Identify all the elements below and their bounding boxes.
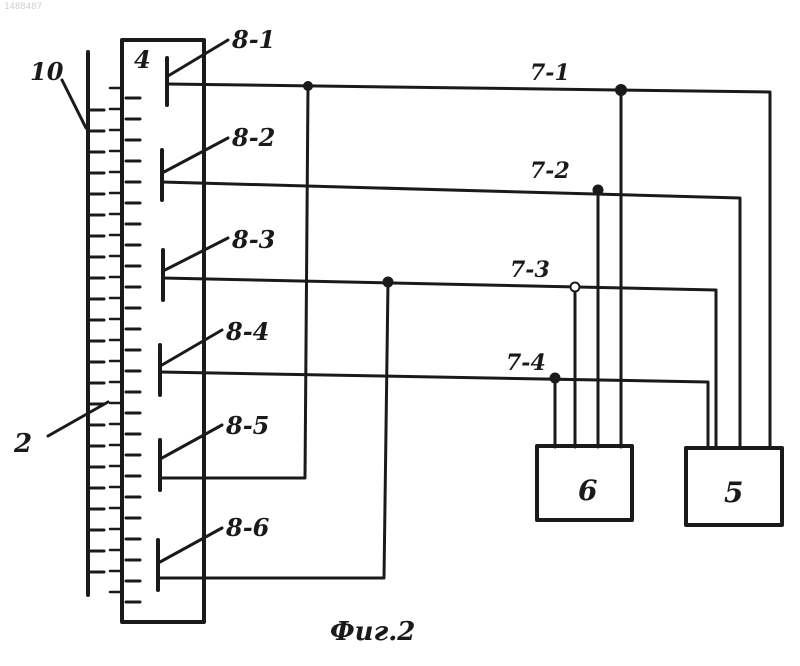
label-7-2: 7-2 — [530, 158, 570, 184]
label-4: 4 — [134, 45, 151, 74]
label-8-2: 8-2 — [231, 123, 275, 152]
element-4-housing — [110, 40, 204, 622]
label-block-6: 6 — [578, 474, 597, 507]
junction-dot — [593, 185, 604, 196]
label-8-6: 8-6 — [225, 513, 270, 542]
bus-8-3-8-6 — [158, 282, 388, 578]
element-10-rail — [88, 52, 104, 595]
label-block-5: 5 — [724, 476, 743, 509]
junction-dot — [303, 81, 313, 91]
junctions — [303, 81, 627, 384]
junction-dot — [615, 84, 627, 96]
left-rail-ticks — [90, 110, 104, 572]
electrodes — [158, 58, 167, 590]
label-7-1: 7-1 — [530, 60, 570, 86]
label-8-5: 8-5 — [225, 411, 269, 440]
middle-dashed-ticks — [110, 88, 140, 602]
label-7-3: 7-3 — [510, 257, 550, 283]
label-10: 10 — [30, 57, 64, 86]
label-2: 2 — [13, 429, 32, 459]
label-8-4: 8-4 — [225, 317, 269, 346]
junction-dot — [383, 277, 394, 288]
figure-caption: Фиг.2 — [330, 617, 415, 647]
junction-dot — [550, 373, 561, 384]
label-7-4: 7-4 — [506, 350, 546, 376]
label-8-3: 8-3 — [231, 225, 275, 254]
junction-dot-hollow — [571, 283, 580, 292]
corner-id-text: 1488487 — [4, 2, 42, 12]
label-8-1: 8-1 — [231, 25, 275, 54]
wire-7-2 — [162, 182, 740, 448]
